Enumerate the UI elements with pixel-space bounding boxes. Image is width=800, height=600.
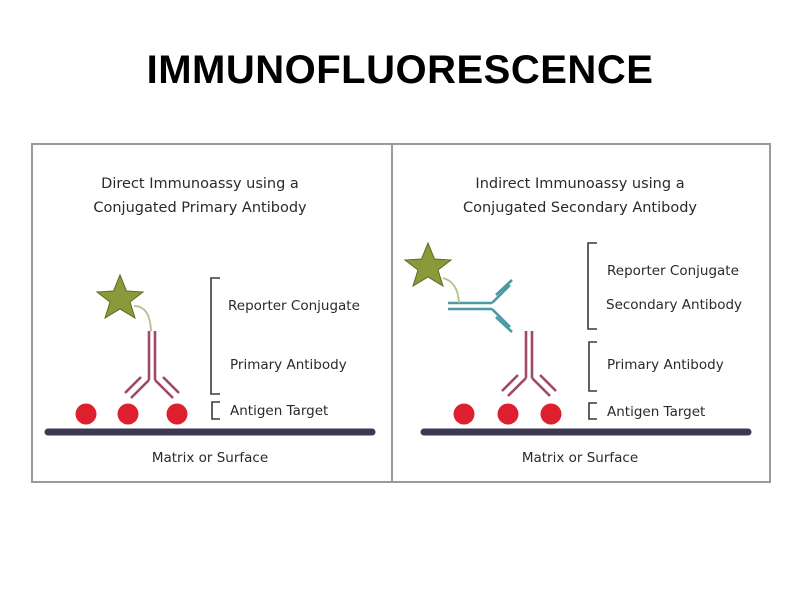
direct-title-line2: Conjugated Primary Antibody [93, 200, 307, 216]
indirect-title-line1: Indirect Immunoassy using a [475, 176, 685, 192]
direct-label-antigen-target: Antigen Target [230, 403, 329, 419]
indirect-label-reporter-conjugate: Reporter Conjugate [607, 263, 739, 279]
direct-panel-title: Direct Immunoassy using a Conjugated Pri… [60, 172, 340, 220]
direct-label-reporter-conjugate: Reporter Conjugate [228, 298, 360, 314]
indirect-title-line2: Conjugated Secondary Antibody [463, 200, 697, 216]
indirect-surface-label: Matrix or Surface [521, 450, 639, 466]
indirect-label-secondary-antibody: Secondary Antibody [606, 297, 743, 313]
direct-title-line1: Direct Immunoassy using a [101, 176, 299, 192]
panel-divider [391, 145, 393, 481]
indirect-label-primary-antibody: Primary Antibody [607, 357, 724, 373]
indirect-label-antigen-target: Antigen Target [607, 404, 706, 420]
indirect-panel-title: Indirect Immunoassy using a Conjugated S… [420, 172, 740, 220]
direct-surface-label: Matrix or Surface [151, 450, 269, 466]
slide-title: IMMUNOFLUORESCENCE [146, 48, 654, 92]
direct-label-primary-antibody: Primary Antibody [230, 357, 347, 373]
figure-frame [31, 143, 771, 483]
